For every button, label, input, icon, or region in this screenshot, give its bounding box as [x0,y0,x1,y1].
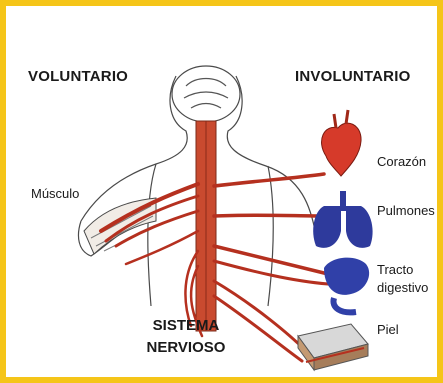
digestive-organ [324,258,369,313]
heart-organ [322,110,362,176]
system-label-line2: NERVIOSO [136,338,236,358]
lungs-label: Pulmones [377,203,435,218]
involuntary-label: INVOLUNTARIO [295,68,410,85]
lungs-organ [313,191,372,248]
muscle-label: Músculo [31,186,79,201]
heart-label: Corazón [377,154,426,169]
system-label-line1: SISTEMA [136,316,236,336]
skin-sample [298,324,368,370]
digestive-label-line1: Tracto [377,262,413,277]
brain [172,66,240,122]
voluntary-label: VOLUNTARIO [28,68,128,85]
digestive-label-line2: digestivo [377,280,428,295]
skin-label: Piel [377,322,399,337]
